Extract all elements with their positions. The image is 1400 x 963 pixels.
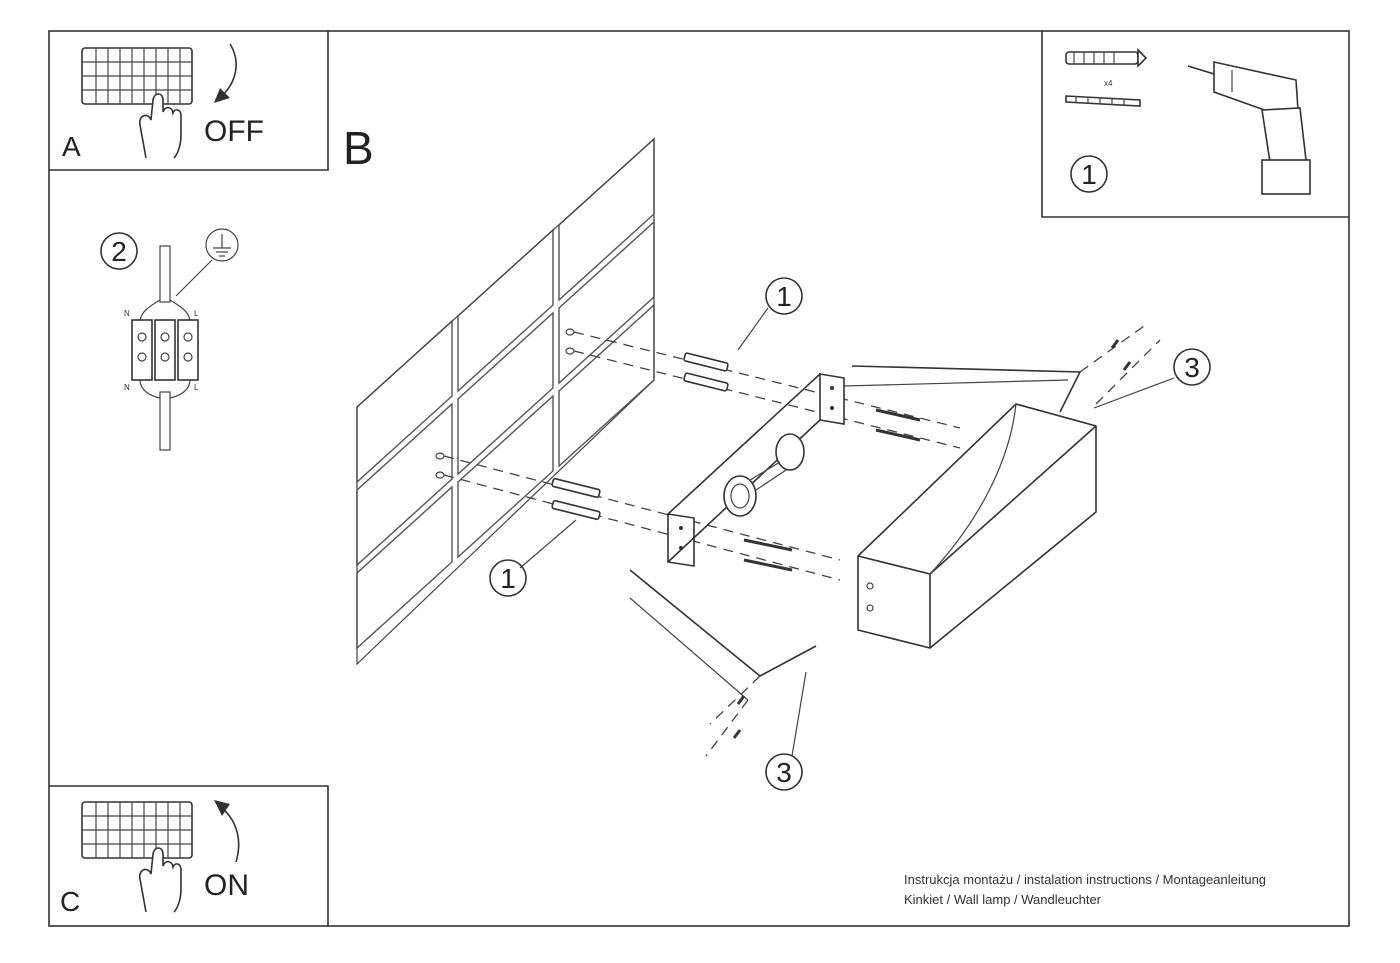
- panel-a-letter: A: [62, 131, 81, 162]
- tools-step-badge: 1: [1070, 155, 1108, 193]
- footer-line-1: Instrukcja montażu / instalation instruc…: [904, 872, 1266, 887]
- wall-plugs-lower: [551, 477, 601, 521]
- wall-plug-icon: [1065, 48, 1148, 68]
- arrow-down-icon: [214, 43, 237, 103]
- lamp-housing: [857, 403, 1097, 649]
- lamp-socket: [723, 433, 805, 517]
- mounting-bracket: [667, 373, 845, 567]
- callout-cover-screws-bottom: 3: [765, 671, 807, 791]
- panel-a-action: OFF: [204, 115, 264, 148]
- wall-plugs-upper: [683, 352, 729, 392]
- wall-tiles: [356, 137, 655, 666]
- screw-icon: [1065, 95, 1141, 107]
- callout-wall-plugs-lower: 1: [489, 519, 577, 597]
- terminal-l-bottom: L: [194, 383, 199, 392]
- panel-b-letter: B: [343, 122, 374, 174]
- panel-c: ON C: [49, 785, 329, 926]
- terminal-block: [131, 319, 199, 381]
- terminal-l-top: L: [194, 309, 199, 318]
- drill-icon: [1187, 61, 1311, 195]
- panel-a: OFF A: [49, 31, 329, 171]
- callout-wall-plugs-upper: 1: [737, 277, 803, 351]
- cover-frame: [629, 325, 1161, 757]
- svg-text:2: 2: [111, 236, 127, 267]
- hand-icon: [138, 93, 182, 159]
- panel-c-letter: C: [60, 886, 80, 917]
- cover-screws: [732, 339, 1132, 739]
- bracket-screws: [743, 408, 921, 572]
- sheet-border: [48, 30, 1350, 927]
- wiring-step-badge: 2: [100, 232, 138, 270]
- callout-cover-screws-top: 3: [1093, 348, 1211, 409]
- panel-tools: x4 1: [1041, 31, 1349, 218]
- quantity-label: x4: [1104, 79, 1113, 88]
- svg-text:1: 1: [500, 563, 516, 594]
- mounting-holes: [435, 328, 961, 581]
- terminal-n-bottom: N: [124, 383, 130, 392]
- arrow-up-icon: [214, 800, 240, 863]
- svg-text:3: 3: [776, 757, 792, 788]
- footer-line-2: Kinkiet / Wall lamp / Wandleuchter: [904, 892, 1102, 907]
- hand-icon: [138, 847, 182, 913]
- wiring-diagram: 2 N L N L: [100, 228, 239, 451]
- svg-text:1: 1: [776, 281, 792, 312]
- terminal-n-top: N: [124, 309, 130, 318]
- svg-text:1: 1: [1081, 159, 1097, 190]
- breaker-box-icon: [81, 47, 193, 105]
- svg-text:3: 3: [1184, 352, 1200, 383]
- panel-c-action: ON: [204, 869, 249, 902]
- ground-symbol-icon: [175, 228, 239, 297]
- breaker-box-icon: [81, 801, 193, 859]
